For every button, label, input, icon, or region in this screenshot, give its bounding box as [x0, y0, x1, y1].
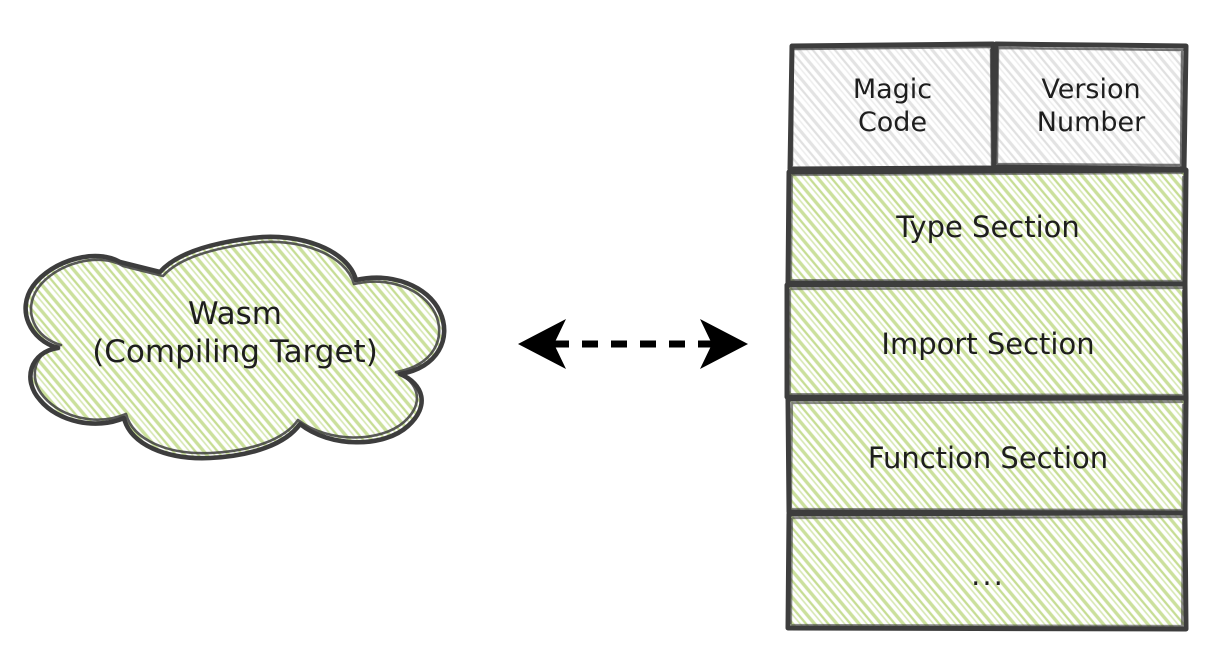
arrow-head-right: [700, 319, 748, 369]
block-version-number: [991, 41, 1189, 172]
cloud-outline-sketch: [29, 240, 441, 455]
block-magic-code: [787, 41, 997, 172]
arrow-head-left: [518, 319, 566, 369]
block-import-section: [784, 281, 1189, 401]
block-function-section: [785, 395, 1189, 516]
wasm-cloud: [23, 234, 447, 461]
block-type-section: [785, 167, 1189, 287]
block-more-sections: [785, 510, 1189, 632]
wasm-binary-module: [784, 41, 1189, 632]
cloud-outline: [23, 234, 447, 461]
bidirectional-dashed-arrow: [518, 319, 748, 369]
